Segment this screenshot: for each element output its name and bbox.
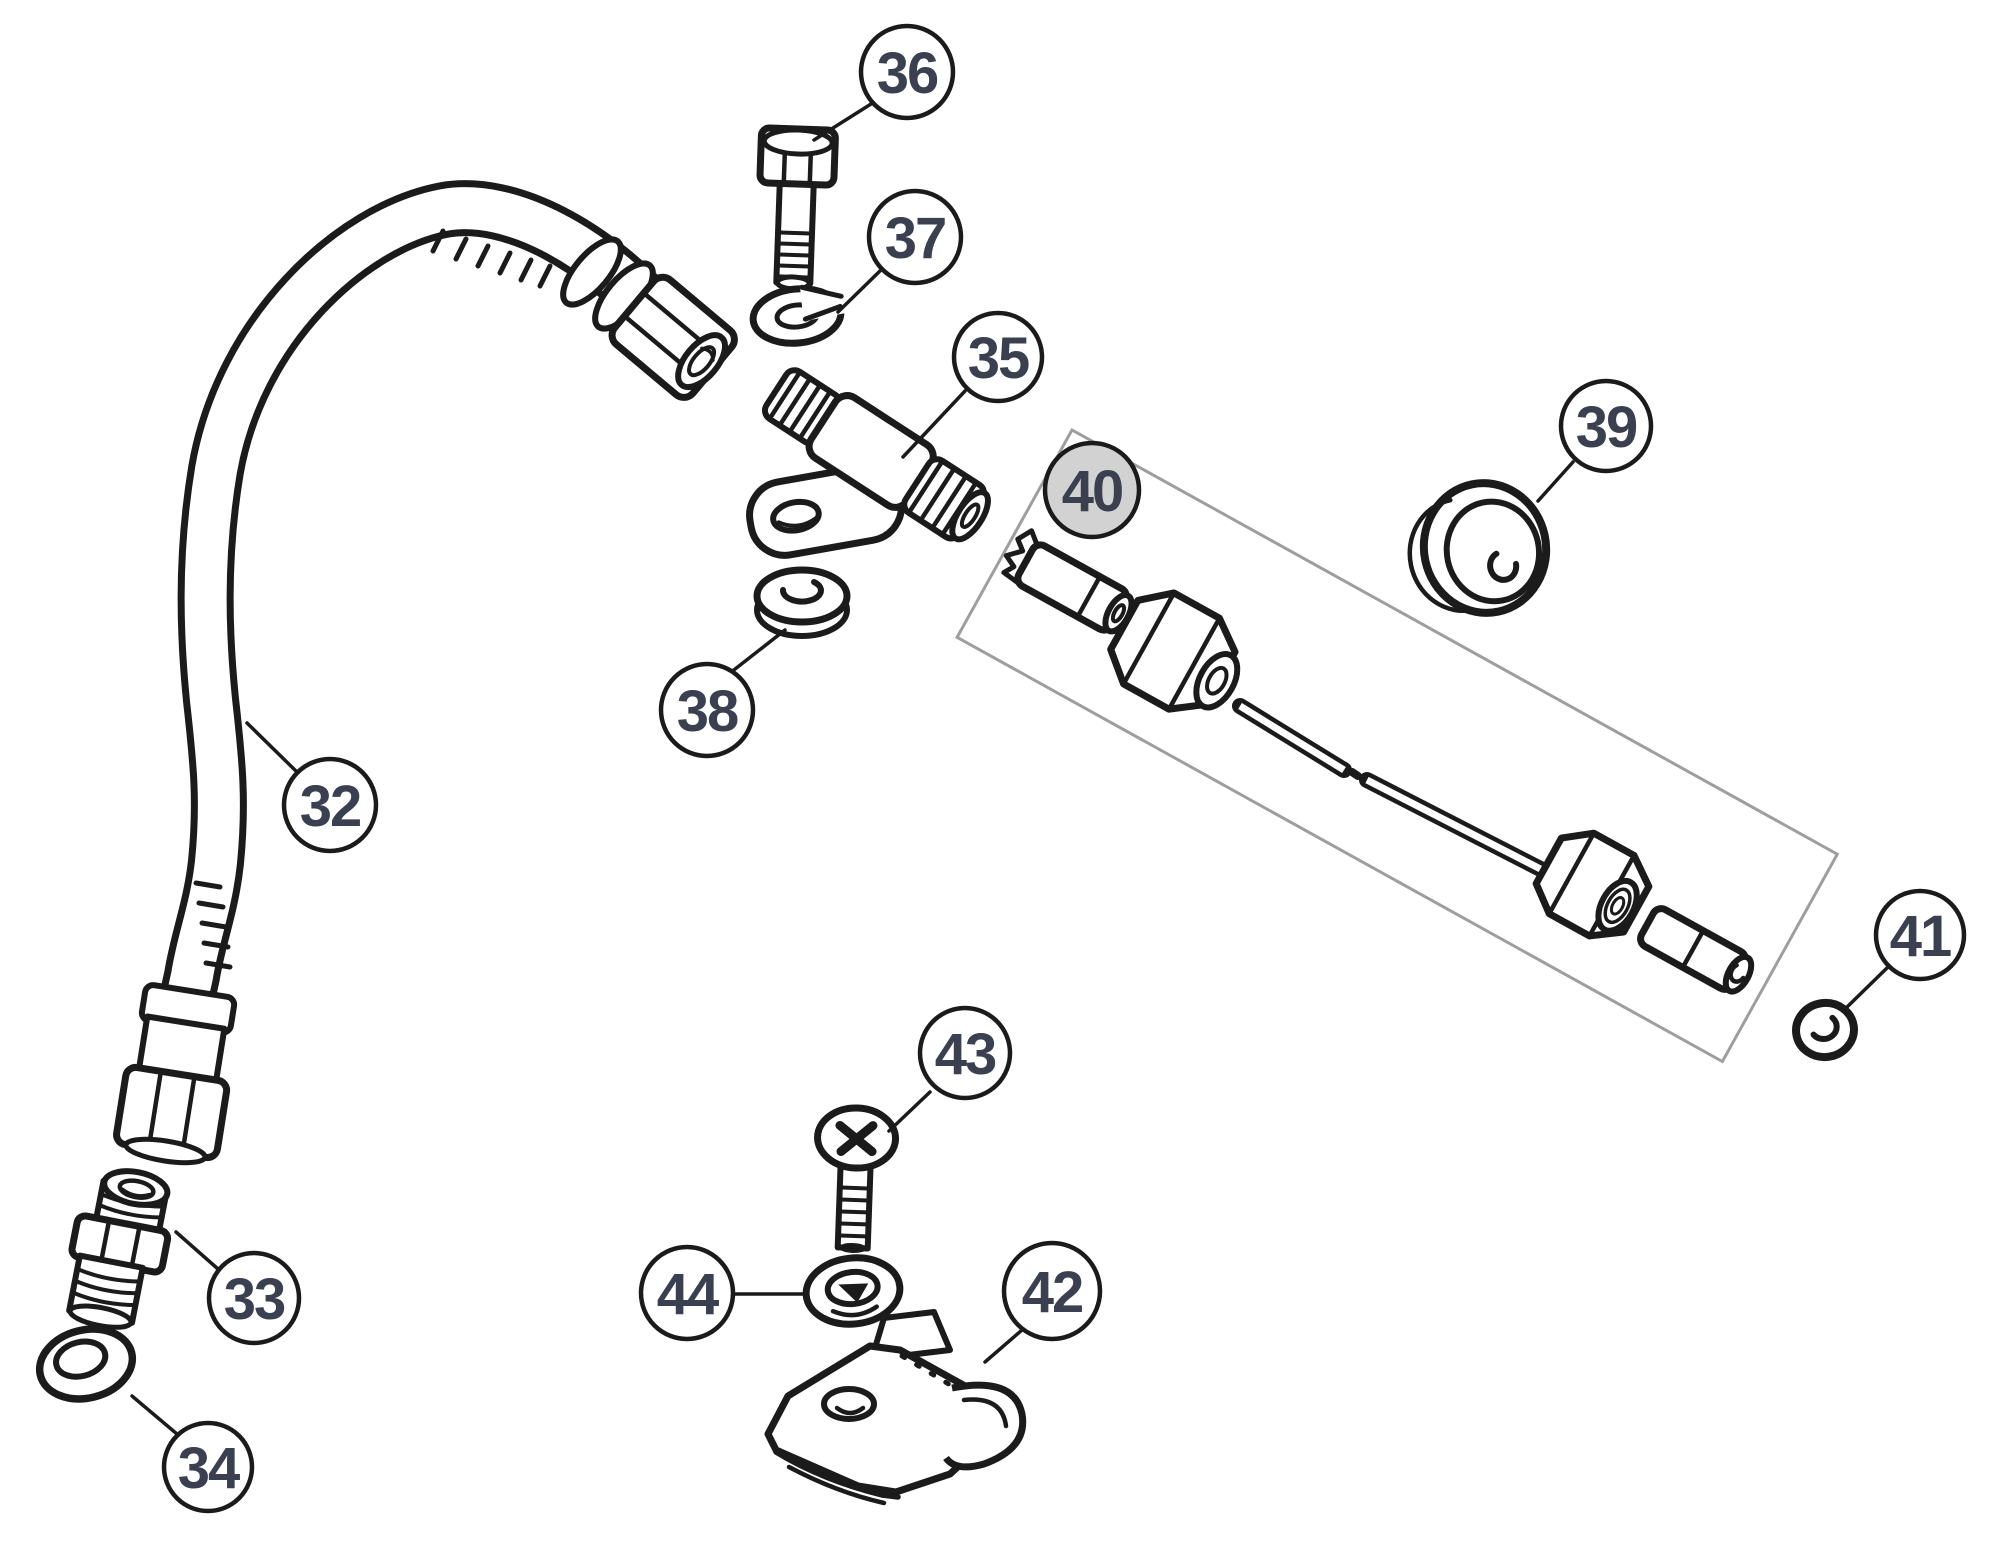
leader-43 [887, 1090, 932, 1133]
highlight-box-40 [955, 427, 1840, 1064]
part-35-connector [746, 367, 991, 559]
hose-swivel-nut [608, 273, 738, 401]
part-37-lock-washer [749, 284, 847, 347]
callout-32-number: 32 [300, 774, 361, 839]
leader-35 [901, 389, 967, 459]
callout-41[interactable]: 41 [1873, 888, 1967, 982]
part-32-hose [113, 180, 738, 1166]
leader-lines [130, 102, 1890, 1436]
callout-33-number: 33 [224, 1267, 285, 1332]
pipe-tube [1232, 698, 1566, 886]
part-38-spacer-washer [753, 566, 851, 639]
callout-41-number: 41 [1890, 904, 1951, 969]
callout-35[interactable]: 35 [951, 310, 1045, 404]
callout-39-number: 39 [1576, 395, 1637, 460]
part-43-screw [814, 1104, 900, 1253]
leader-42 [983, 1328, 1024, 1364]
part-42-clip [764, 1309, 1027, 1506]
callout-36-number: 36 [877, 41, 938, 106]
connector-body [761, 367, 991, 543]
leader-36 [812, 102, 873, 142]
callout-33[interactable]: 33 [206, 1250, 302, 1346]
pipe-nut-a [1107, 589, 1241, 713]
part-40-pipe-assembly [1001, 528, 1755, 995]
part-39-grommet [1407, 479, 1551, 617]
part-34-washer [35, 1325, 137, 1403]
callout-43[interactable]: 43 [917, 1005, 1013, 1101]
leader-37 [836, 267, 884, 314]
callout-42-number: 42 [1022, 1260, 1083, 1325]
callout-37[interactable]: 37 [866, 188, 964, 286]
callout-40-number: 40 [1062, 459, 1123, 524]
leader-39 [1536, 460, 1575, 503]
hose-end-fitting [113, 982, 238, 1166]
leader-41 [1843, 965, 1890, 1011]
pipe-nut-b [1532, 829, 1653, 940]
callout-43-number: 43 [935, 1022, 996, 1087]
part-41-nut [1792, 998, 1858, 1062]
leader-33 [174, 1230, 220, 1271]
callout-36[interactable]: 36 [858, 23, 956, 121]
callout-38-number: 38 [677, 679, 738, 744]
hose-hatching-bottom [193, 880, 233, 970]
callout-34[interactable]: 34 [161, 1420, 255, 1514]
part-33-union [66, 1168, 172, 1330]
pipe-fitting-b [1637, 905, 1755, 995]
part-44-lock-washer [802, 1254, 904, 1328]
callout-44-number: 44 [657, 1262, 719, 1327]
hose-ferrule-ring [560, 236, 624, 308]
callout-39[interactable]: 39 [1558, 378, 1654, 474]
leader-38 [728, 628, 787, 675]
callout-44[interactable]: 44 [638, 1244, 736, 1342]
callout-34-number: 34 [178, 1436, 240, 1501]
callout-37-number: 37 [885, 206, 946, 271]
callout-40-highlighted[interactable]: 40 [1042, 440, 1142, 540]
leader-34 [130, 1394, 179, 1436]
pipe-fitting-a [1001, 528, 1135, 635]
callout-35-number: 35 [968, 326, 1029, 391]
callout-38[interactable]: 38 [658, 661, 756, 759]
leader-32 [245, 721, 300, 775]
callout-32[interactable]: 32 [281, 756, 379, 854]
callout-42[interactable]: 42 [1001, 1240, 1103, 1342]
part-36-bolt [756, 124, 839, 292]
hose-hatching-top [430, 228, 553, 289]
